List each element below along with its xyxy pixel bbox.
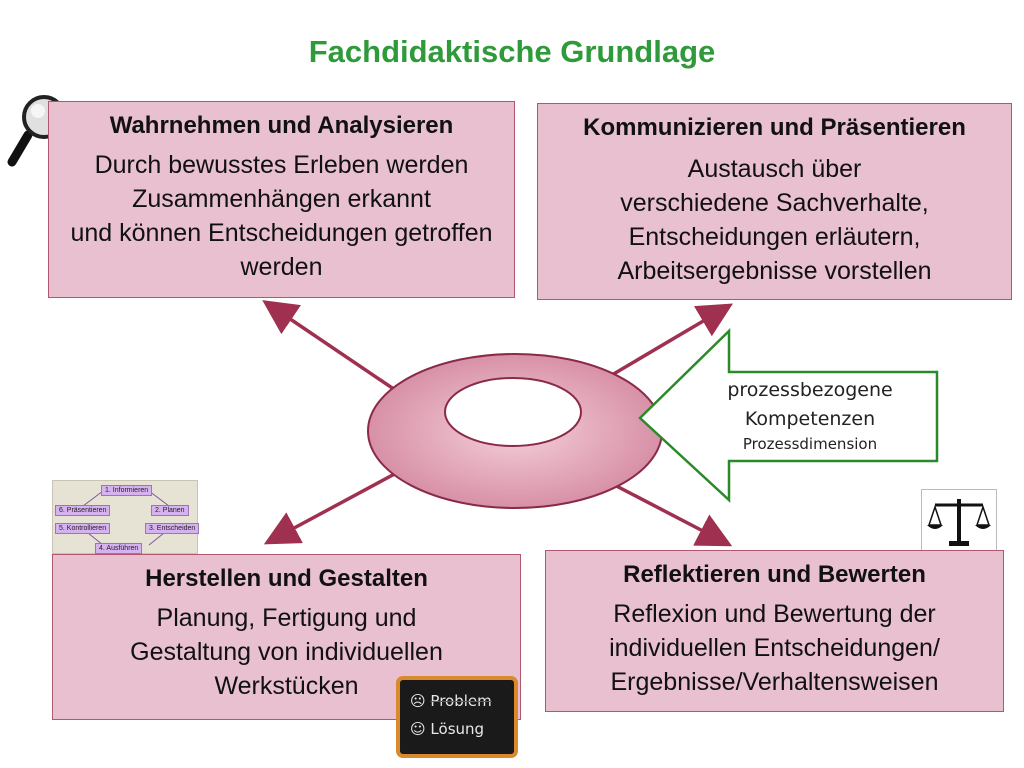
box-herstellen-heading: Herstellen und Gestalten xyxy=(145,565,428,592)
cycle-step-3: 3. Entscheiden xyxy=(145,523,200,534)
scale-frame xyxy=(921,489,997,551)
cycle-step-1: 1. Informieren xyxy=(101,485,153,496)
box-reflektieren-heading: Reflektieren und Bewerten xyxy=(623,561,926,588)
smile-face-icon: ☺ xyxy=(410,720,426,738)
cycle-connectors xyxy=(82,490,170,546)
callout-line3: Prozessdimension xyxy=(742,435,878,453)
board-loesung: Lösung xyxy=(430,720,485,738)
callout-line1: prozessbezogene xyxy=(727,379,893,401)
chalkboard: ☹ Problem ☺ Lösung xyxy=(396,676,518,758)
box-kommunizieren-heading: Kommunizieren und Präsentieren xyxy=(583,114,966,141)
callout-arrow xyxy=(638,328,939,503)
box-kommunizieren: Kommunizieren und Präsentieren Austausch… xyxy=(537,103,1012,300)
cycle-step-2: 2. Planen xyxy=(151,505,189,516)
box-herstellen: Herstellen und Gestalten Planung, Fertig… xyxy=(52,554,521,720)
board-problem: Problem xyxy=(430,692,492,710)
arrow-to-kommunizieren xyxy=(599,303,734,384)
cycle-step-6: 6. Präsentieren xyxy=(55,505,111,516)
box-reflektieren: Reflektieren und Bewerten Reflexion und … xyxy=(545,550,1004,712)
box-herstellen-body: Planung, Fertigung und Gestaltung von in… xyxy=(130,604,443,700)
center-ring xyxy=(366,353,664,509)
page-title: Fachdidaktische Grundlage xyxy=(308,34,716,69)
arrow-to-wahrnehmen xyxy=(262,300,411,402)
cycle-step-5: 5. Kontrollieren xyxy=(55,523,111,534)
box-wahrnehmen: Wahrnehmen und Analysieren Durch bewusst… xyxy=(48,101,515,298)
box-wahrnehmen-heading: Wahrnehmen und Analysieren xyxy=(109,112,454,139)
box-wahrnehmen-body: Durch bewusstes Erleben werden Zusammenh… xyxy=(70,151,493,281)
cycle-step-4: 4. Ausführen xyxy=(95,543,143,554)
process-cycle-thumbnail: 1. Informieren 2. Planen 3. Entscheiden … xyxy=(52,480,200,554)
box-kommunizieren-body: Austausch über verschiedene Sachverhalte… xyxy=(617,155,932,285)
callout-line2: Kompetenzen xyxy=(744,408,876,430)
box-reflektieren-body: Reflexion und Bewertung der individuelle… xyxy=(609,600,940,696)
sad-face-icon: ☹ xyxy=(410,692,426,710)
scale-icon xyxy=(927,499,991,546)
callout-text: prozessbezogene Kompetenzen Prozessdimen… xyxy=(705,376,915,454)
